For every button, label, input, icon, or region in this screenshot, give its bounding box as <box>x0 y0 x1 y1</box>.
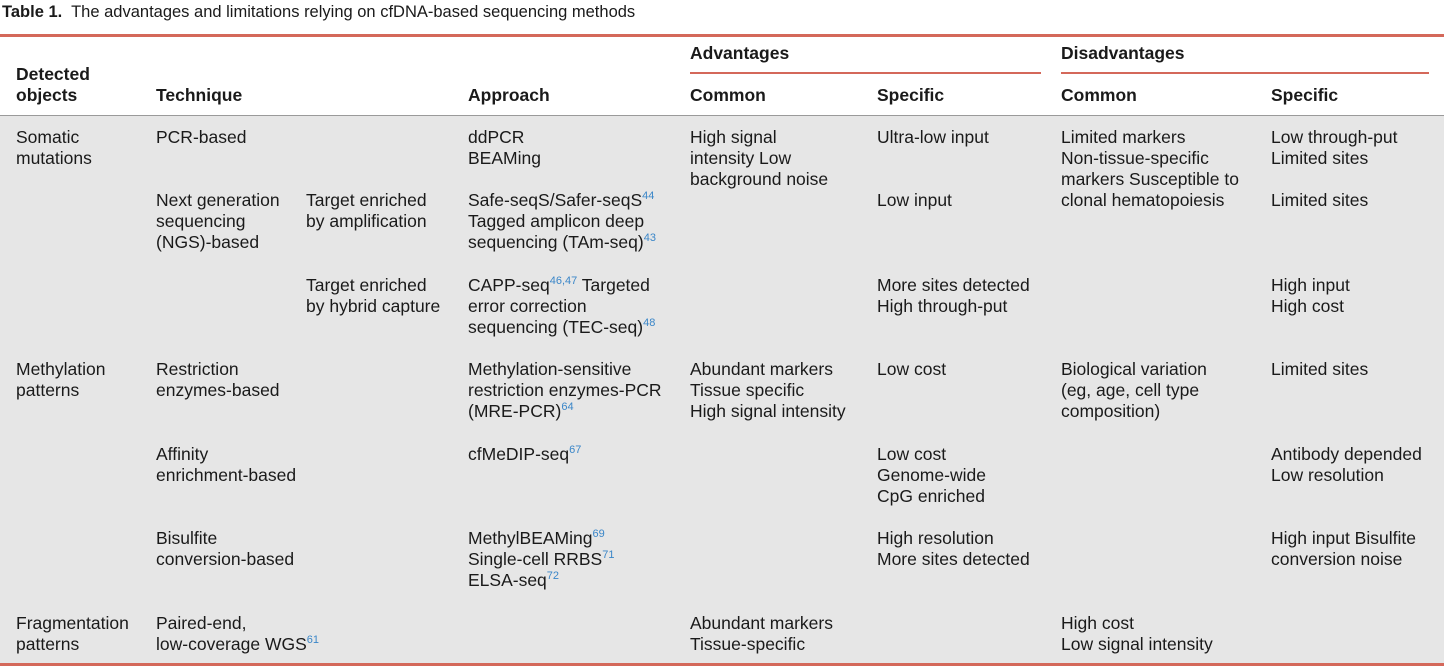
somatic-pcr-technique: PCR-based <box>156 127 247 147</box>
somatic-amp-dis-specific: Limited sites <box>1271 190 1369 210</box>
citation-ref[interactable]: 46,47 <box>549 275 578 288</box>
citation-ref[interactable]: 48 <box>643 317 656 330</box>
somatic-amp-adv-specific: Low input <box>877 190 952 210</box>
header-dis-common: Common <box>1061 85 1137 105</box>
header-adv-specific: Specific <box>877 85 945 105</box>
citation-ref[interactable]: 44 <box>642 190 655 203</box>
header-technique: Technique <box>156 85 243 105</box>
citation-ref[interactable]: 71 <box>602 549 615 562</box>
methylation-restriction-adv-specific: Low cost <box>877 359 947 379</box>
citation-ref[interactable]: 43 <box>643 232 656 245</box>
disadvantages-rule <box>1061 72 1429 74</box>
header-advantages: Advantages <box>690 43 790 63</box>
citation-ref[interactable]: 64 <box>561 401 574 414</box>
header-adv-common: Common <box>690 85 766 105</box>
citation-ref[interactable]: 72 <box>546 570 560 583</box>
table-title: The advantages and limitations relying o… <box>71 3 636 21</box>
table-label: Table 1. <box>2 3 63 21</box>
bottom-rule <box>0 663 1444 666</box>
header-dis-specific: Specific <box>1271 85 1339 105</box>
header-disadvantages: Disadvantages <box>1061 43 1185 63</box>
fragmentation-technique: Paired-end,low-coverage WGS61 <box>156 613 319 654</box>
header-separator <box>0 115 1444 116</box>
methylation-affinity-approach: cfMeDIP-seq67 <box>468 444 582 464</box>
citation-ref[interactable]: 61 <box>306 634 319 647</box>
somatic-pcr-adv-specific: Ultra-low input <box>877 127 989 147</box>
table-body-background <box>0 116 1444 663</box>
citation-ref[interactable]: 67 <box>569 444 582 457</box>
top-rule <box>0 34 1444 37</box>
methylation-restriction-dis-specific: Limited sites <box>1271 359 1369 379</box>
advantages-rule <box>690 72 1041 74</box>
table-caption: Table 1. The advantages and limitations … <box>2 3 635 22</box>
header-approach: Approach <box>468 85 550 105</box>
citation-ref[interactable]: 69 <box>592 528 605 541</box>
